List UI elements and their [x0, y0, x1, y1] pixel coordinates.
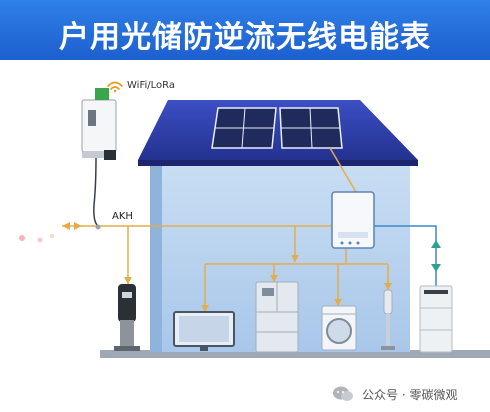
- page-title: 户用光储防逆流无线电能表: [59, 20, 431, 55]
- roof-edge: [138, 160, 418, 166]
- tv-monitor: [173, 311, 235, 351]
- title-banner: 户用光储防逆流无线电能表: [0, 0, 490, 60]
- ev-charger: [114, 284, 140, 351]
- wireless-label: WiFi/LoRa: [127, 80, 175, 91]
- wifi-icon: [107, 81, 123, 93]
- battery-arrows: [431, 240, 441, 272]
- battery-cabinet: [419, 285, 453, 353]
- washing-machine: [321, 305, 357, 351]
- standing-fan: [381, 289, 395, 350]
- wechat-icon: [333, 386, 353, 401]
- ac-arrows: [62, 222, 392, 312]
- watermark-text: 公众号 · 零碳微观: [362, 388, 458, 402]
- grid-connection: [19, 234, 54, 243]
- watermark: 公众号 · 零碳微观: [332, 384, 482, 404]
- ground: [100, 350, 490, 358]
- hybrid-inverter: [331, 191, 375, 249]
- refrigerator: [255, 281, 299, 353]
- solar-panel: [211, 107, 343, 149]
- house-roof: [138, 100, 418, 160]
- pv-line: [329, 147, 357, 193]
- meter-model-label: AKH: [112, 211, 133, 222]
- house-wall-shadow: [150, 158, 162, 352]
- wireless-energy-meter: [81, 88, 117, 230]
